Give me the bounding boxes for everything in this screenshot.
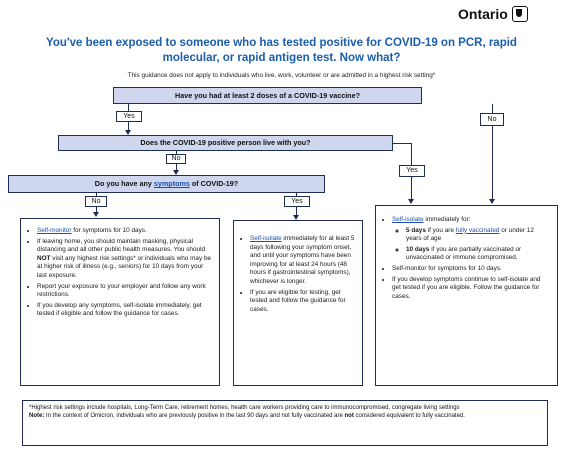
list-text: if you are — [425, 226, 456, 234]
list-text: immediately for: — [423, 216, 471, 223]
note-text: In the context of Omicron, individuals w… — [44, 413, 345, 419]
list-text: visit any highest risk settings* or indi… — [37, 254, 212, 279]
list-item: Self-monitor for symptoms for 10 days. — [392, 265, 551, 274]
connector — [176, 164, 177, 171]
arrow-down-icon — [408, 199, 414, 204]
list-item: Self-monitor for symptoms for 10 days. — [37, 227, 213, 236]
connector — [128, 104, 129, 111]
symptoms-link[interactable]: symptoms — [153, 179, 190, 188]
note-text: considered equivalent to fully vaccinate… — [353, 413, 465, 419]
sub-list-item: 5 days if you are fully vaccinated or un… — [406, 227, 551, 244]
q3-text-pre: Do you have any — [94, 179, 154, 188]
list-item: If you are eligible for testing, get tes… — [250, 289, 356, 315]
answer-no-q1: No — [480, 113, 504, 126]
footnote-note: Note: In the context of Omicron, individ… — [29, 412, 541, 420]
emphasis: 5 days — [406, 226, 426, 234]
self-monitor-link[interactable]: Self-monitor — [37, 227, 72, 234]
outcome-no-symptoms: Self-monitor for symptoms for 10 days. I… — [20, 218, 220, 386]
ontario-logo: Ontario — [458, 6, 528, 22]
footnote: *Highest risk settings include hospitals… — [22, 400, 548, 446]
page-title: You've been exposed to someone who has t… — [46, 37, 517, 64]
connector — [411, 143, 412, 165]
connector — [393, 143, 411, 144]
list-text: If leaving home, you should maintain mas… — [37, 237, 206, 254]
connector — [411, 177, 412, 200]
list-text: immediately for at least 5 days followin… — [250, 235, 355, 285]
answer-no-q3: No — [85, 196, 107, 207]
emphasis: 10 days — [406, 245, 430, 253]
sub-list-item: 10 days if you are partially vaccinated … — [406, 246, 551, 263]
list-item: Self-isolate immediately for at least 5 … — [250, 235, 356, 287]
list-item: If you develop symptoms continue to self… — [392, 276, 551, 302]
connector — [492, 126, 493, 200]
answer-yes-q1: Yes — [116, 111, 142, 122]
arrow-down-icon — [173, 170, 179, 175]
list-text: if you are partially vaccinated or unvac… — [406, 245, 522, 262]
question-symptoms: Do you have any symptoms of COVID-19? — [8, 175, 325, 193]
list-item: Report your exposure to your employer an… — [37, 283, 213, 300]
list-item: If you develop any symptoms, self-isolat… — [37, 302, 213, 319]
connector — [96, 207, 97, 213]
emphasis: not — [344, 413, 354, 419]
answer-yes-q3: Yes — [284, 196, 310, 207]
footnote-highest-risk: *Highest risk settings include hospitals… — [29, 405, 460, 411]
arrow-down-icon — [489, 199, 495, 204]
outcome-household-or-unvaccinated: Self-isolate immediately for: 5 days if … — [375, 205, 558, 386]
outcome-symptoms: Self-isolate immediately for at least 5 … — [233, 220, 363, 386]
arrow-down-icon — [93, 212, 99, 217]
self-isolate-link[interactable]: Self-isolate — [392, 216, 424, 223]
page-subtitle: This guidance does not apply to individu… — [127, 72, 436, 79]
list-item: Self-isolate immediately for: 5 days if … — [392, 216, 551, 263]
list-item: If leaving home, you should maintain mas… — [37, 238, 213, 281]
answer-yes-q2: Yes — [399, 165, 425, 177]
list-text: for symptoms for 10 days. — [71, 227, 147, 234]
note-label: Note: — [29, 413, 45, 419]
arrow-down-icon — [293, 215, 299, 220]
list-text: or under 12 years of age — [406, 226, 534, 243]
answer-no-q2: No — [166, 154, 186, 164]
connector — [96, 193, 97, 196]
self-isolate-link[interactable]: Self-isolate — [250, 235, 282, 242]
question-vaccine-doses: Have you had at least 2 doses of a COVID… — [113, 87, 422, 104]
emphasis: NOT — [37, 254, 51, 262]
connector — [128, 122, 129, 131]
q3-text-post: of COVID-19? — [189, 179, 239, 188]
connector — [176, 151, 177, 155]
brand-name: Ontario — [458, 6, 508, 22]
question-lives-with-you: Does the COVID-19 positive person live w… — [58, 135, 393, 151]
connector — [492, 104, 493, 113]
fully-vaccinated-link[interactable]: fully vaccinated — [455, 226, 500, 234]
connector — [296, 193, 297, 196]
trillium-icon — [511, 6, 528, 22]
connector — [296, 207, 297, 216]
arrow-down-icon — [125, 130, 131, 135]
